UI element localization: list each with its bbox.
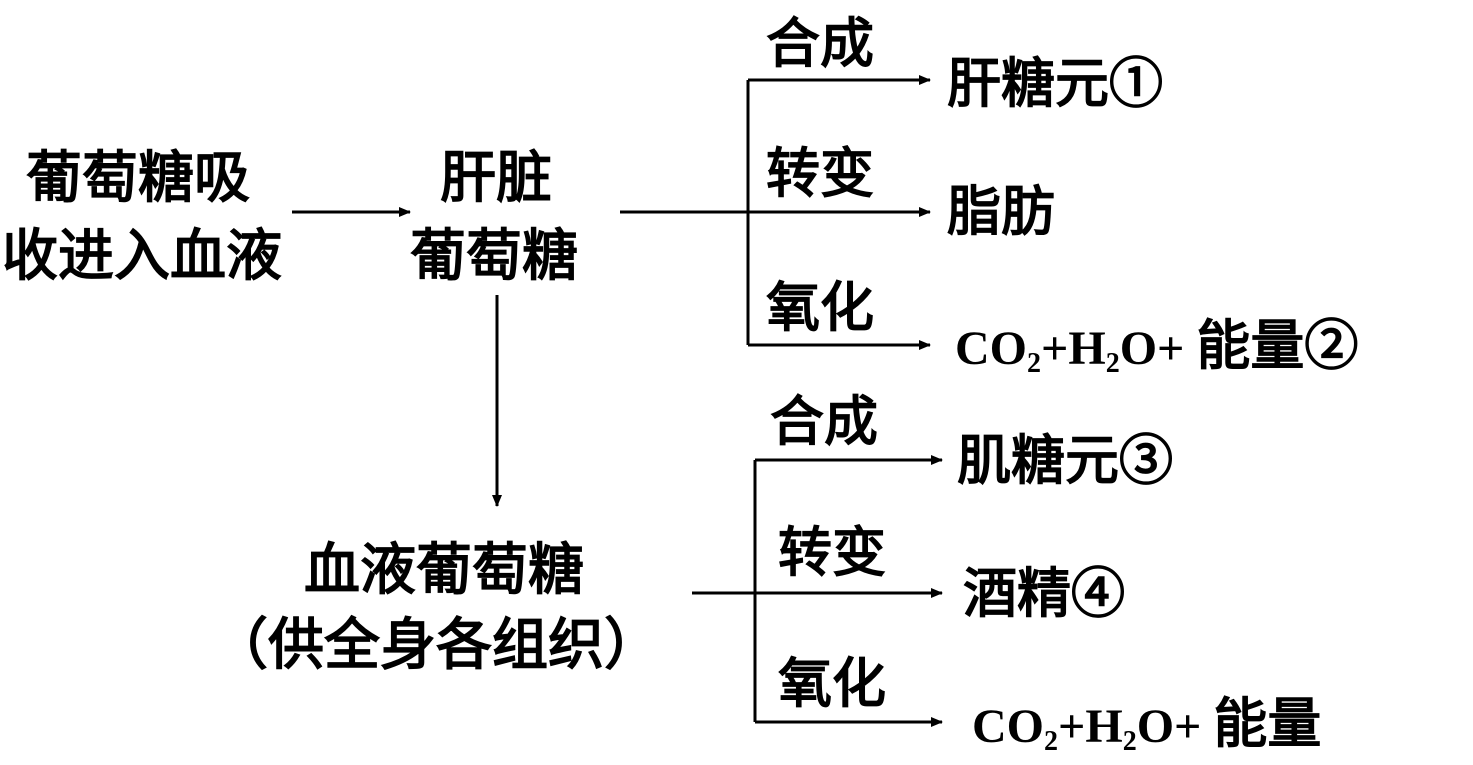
liver-glucose-line-1: 肝脏	[440, 145, 552, 211]
co-text: CO	[955, 322, 1027, 375]
liver-synthesis-label: 合成	[766, 11, 874, 75]
blood-glucose-line-1: 血液葡萄糖	[304, 537, 584, 603]
blood-glucose-line-2: （供全身各组织）	[212, 612, 660, 678]
energy-text: 能量	[1213, 691, 1322, 755]
blood-transform-label: 转变	[778, 520, 886, 584]
liver-glucose-line-2: 葡萄糖	[410, 223, 578, 289]
plus-h-text: +H	[1041, 322, 1106, 375]
co-text: CO	[972, 700, 1044, 753]
blood-oxidation-product: CO2+H2O+ 能量	[972, 696, 1321, 756]
source-line-2: 收进入血液	[2, 223, 282, 289]
liver-transform-label: 转变	[766, 141, 874, 205]
o-plus-text: O+	[1136, 700, 1202, 753]
energy-text: 能量②	[1196, 313, 1359, 377]
blood-transform-product: 酒精④	[963, 561, 1125, 625]
liver-oxidation-product: CO2+H2O+ 能量②	[955, 318, 1358, 378]
liver-synthesis-product: 肝糖元①	[947, 51, 1163, 115]
subscript-2: 2	[1027, 348, 1041, 379]
subscript-2: 2	[1105, 348, 1120, 379]
blood-synthesis-product: 肌糖元③	[957, 428, 1173, 492]
liver-transform-product: 脂肪	[947, 179, 1055, 243]
subscript-2: 2	[1044, 726, 1058, 757]
blood-synthesis-label: 合成	[770, 389, 878, 453]
blood-oxidation-label: 氧化	[778, 651, 886, 715]
plus-h-text: +H	[1058, 700, 1123, 753]
liver-oxidation-label: 氧化	[766, 275, 874, 339]
source-line-1: 葡萄糖吸	[26, 145, 250, 211]
o-plus-text: O+	[1119, 322, 1185, 375]
subscript-2: 2	[1122, 726, 1137, 757]
